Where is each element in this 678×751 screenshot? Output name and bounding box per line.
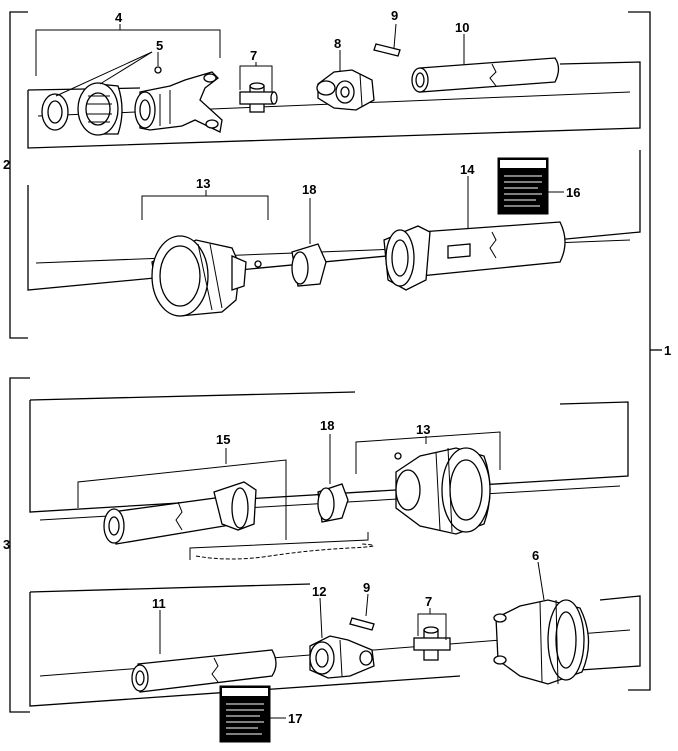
callout-11: 11 bbox=[152, 596, 166, 611]
assembly-bracket-1 bbox=[628, 11, 662, 691]
decal-16-header: CAUTION bbox=[512, 162, 530, 167]
warning-decal-17: CAUTION bbox=[219, 685, 271, 743]
safety-chain bbox=[189, 532, 374, 560]
callout-13-top: 13 bbox=[196, 176, 210, 191]
seal-ring bbox=[41, 93, 69, 131]
callout-18-top: 18 bbox=[302, 182, 316, 197]
yoke bbox=[134, 71, 223, 133]
shield-cone bbox=[394, 447, 491, 535]
callout-4: 4 bbox=[115, 10, 123, 25]
bearing bbox=[77, 82, 123, 136]
callout-labels: 1 2 3 4 5 7 8 9 10 13 18 14 16 15 18 13 … bbox=[3, 8, 671, 726]
spring-pin bbox=[373, 43, 401, 57]
callout-1: 1 bbox=[664, 343, 671, 358]
callout-9-bottom: 9 bbox=[363, 580, 370, 595]
shield-cone bbox=[151, 235, 262, 317]
outer-tube bbox=[103, 481, 257, 545]
cross-and-bearing bbox=[239, 82, 278, 113]
callout-2: 2 bbox=[3, 157, 10, 172]
inner-tube bbox=[411, 57, 560, 93]
inner-yoke bbox=[309, 635, 375, 679]
callout-18-bottom: 18 bbox=[320, 418, 334, 433]
ball bbox=[154, 66, 162, 74]
callout-7-top: 7 bbox=[250, 48, 257, 63]
callout-17: 17 bbox=[288, 711, 302, 726]
callout-12: 12 bbox=[312, 584, 326, 599]
callout-9-top: 9 bbox=[391, 8, 398, 23]
callout-6: 6 bbox=[532, 548, 539, 563]
spring-pin bbox=[349, 617, 375, 631]
callout-leaders bbox=[35, 23, 564, 719]
callout-3: 3 bbox=[3, 537, 10, 552]
assembly-bracket-2 bbox=[9, 11, 28, 339]
assembly-bracket-3 bbox=[9, 377, 30, 713]
callout-16: 16 bbox=[566, 185, 580, 200]
bearing-ring bbox=[291, 243, 327, 287]
decal-17-header: CAUTION bbox=[234, 690, 252, 695]
callout-14: 14 bbox=[460, 162, 475, 177]
callout-13-bottom: 13 bbox=[416, 422, 430, 437]
bearing-ring bbox=[317, 483, 349, 523]
callout-15: 15 bbox=[216, 432, 230, 447]
callout-7-bottom: 7 bbox=[425, 594, 432, 609]
outer-tube-shield bbox=[383, 221, 566, 291]
outer-yoke bbox=[493, 599, 590, 685]
callout-10: 10 bbox=[455, 20, 469, 35]
warning-decal-16: CAUTION bbox=[497, 157, 549, 215]
callout-5: 5 bbox=[156, 38, 163, 53]
callout-8: 8 bbox=[334, 36, 341, 51]
inner-tube bbox=[131, 649, 277, 693]
cross-and-bearing bbox=[413, 626, 451, 661]
inner-yoke bbox=[316, 69, 375, 111]
